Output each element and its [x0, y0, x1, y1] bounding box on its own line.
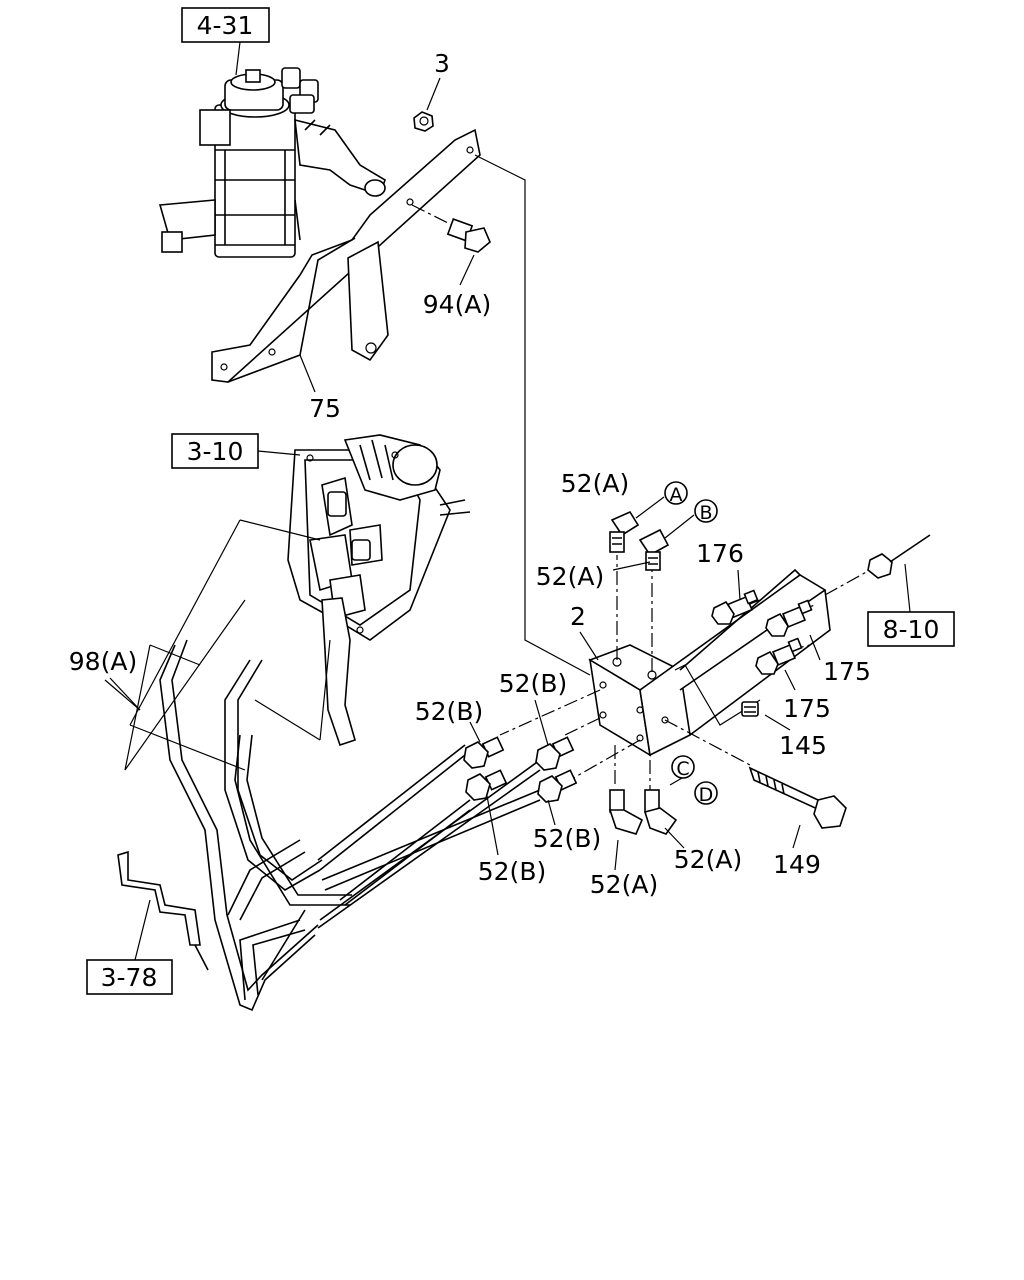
- callout-a-text: A: [670, 484, 683, 506]
- callout-a: A: [664, 481, 688, 506]
- callout-b-text: B: [699, 502, 712, 524]
- ref-3-78-text: 3-78: [101, 963, 158, 992]
- fitting-52b-3[interactable]: [465, 769, 508, 801]
- nut-3[interactable]: [413, 77, 441, 132]
- label-175-b: 175: [783, 694, 831, 723]
- label-52b-4: 52(B): [478, 857, 546, 886]
- switch-175-lower[interactable]: [755, 637, 803, 675]
- ref-box-3-78[interactable]: 3-78: [86, 959, 173, 995]
- label-52a-low1: 52(A): [674, 845, 742, 874]
- manifold-block-2[interactable]: [588, 568, 831, 757]
- leader-lines: [109, 354, 911, 871]
- label-75: 75: [309, 394, 341, 423]
- ref-box-4-31[interactable]: 4-31: [181, 7, 270, 43]
- clip-3-78[interactable]: [117, 850, 209, 971]
- fitting-52b-1[interactable]: [463, 736, 505, 769]
- callout-d: D: [694, 781, 718, 806]
- fitting-52b-4[interactable]: [537, 769, 578, 803]
- elbow-fitting-b[interactable]: [638, 514, 695, 571]
- hose-bundle-98a[interactable]: [104, 519, 541, 1012]
- ref-box-3-10[interactable]: 3-10: [171, 433, 259, 469]
- ref-box-8-10[interactable]: 8-10: [867, 611, 955, 647]
- label-175-a: 175: [823, 657, 871, 686]
- label-145: 145: [779, 731, 827, 760]
- label-52a-mid: 52(A): [536, 562, 604, 591]
- label-2: 2: [570, 602, 586, 631]
- bolt-94a[interactable]: [411, 204, 491, 286]
- elbow-fitting-a[interactable]: [609, 496, 665, 553]
- label-176: 176: [696, 539, 744, 568]
- label-52b-3: 52(B): [533, 824, 601, 853]
- plug-145[interactable]: [741, 701, 759, 717]
- label-52a-low2: 52(A): [590, 870, 658, 899]
- callout-c-text: C: [676, 758, 689, 780]
- ref-4-31-text: 4-31: [197, 11, 254, 40]
- bolt-149[interactable]: [748, 766, 847, 829]
- callout-c: C: [671, 755, 695, 780]
- label-98a: 98(A): [69, 647, 137, 676]
- valve-unit-3-10: [257, 434, 471, 747]
- ref-3-10-text: 3-10: [187, 437, 244, 466]
- callout-b: B: [694, 499, 718, 524]
- fitting-52b-2[interactable]: [535, 736, 575, 771]
- label-94a: 94(A): [423, 290, 491, 319]
- elbow-fitting-c[interactable]: [608, 789, 644, 835]
- switch-176[interactable]: [711, 589, 759, 625]
- label-52b-2: 52(B): [415, 697, 483, 726]
- connector-8-10[interactable]: [867, 534, 931, 579]
- label-3: 3: [434, 49, 450, 78]
- bracket-75[interactable]: [211, 128, 481, 383]
- label-52a-top: 52(A): [561, 469, 629, 498]
- switch-175-upper[interactable]: [765, 599, 813, 637]
- label-149: 149: [773, 850, 821, 879]
- leader-bracket-block: [474, 154, 591, 676]
- callout-d-text: D: [699, 784, 714, 806]
- elbow-fitting-d[interactable]: [643, 777, 683, 835]
- label-52b-1: 52(B): [499, 669, 567, 698]
- air-dryer-assembly: [158, 41, 386, 258]
- ref-8-10-text: 8-10: [883, 615, 940, 644]
